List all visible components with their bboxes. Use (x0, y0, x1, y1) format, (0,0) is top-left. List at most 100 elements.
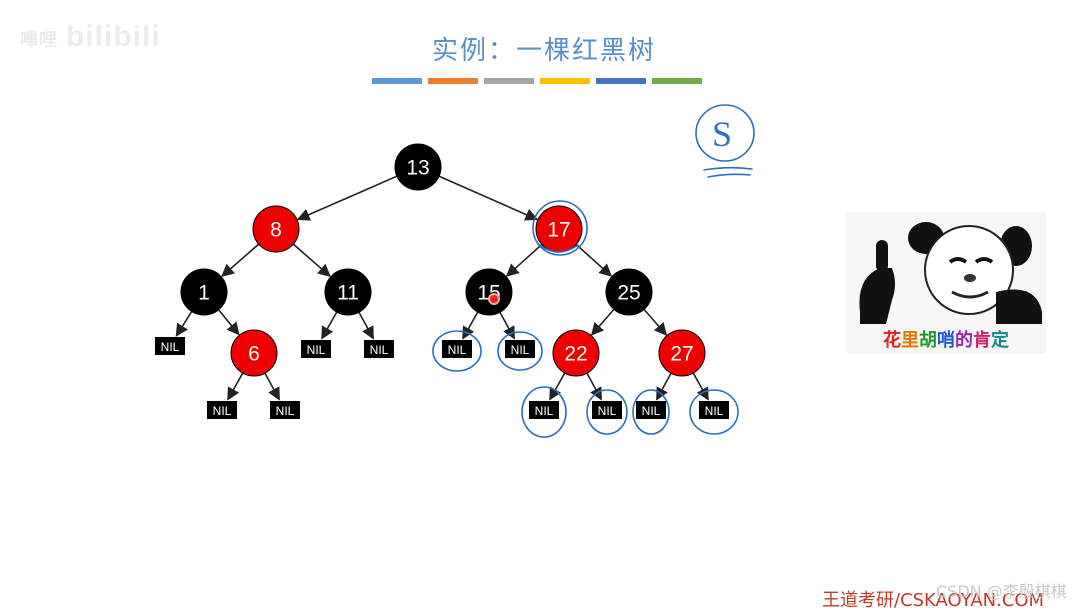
tree-edge-arrow (292, 243, 331, 278)
nil-leaf: NIL (529, 401, 559, 419)
bilibili-watermark: 嗶哩 bilibili (20, 20, 161, 54)
red-node-circle (230, 329, 278, 377)
tree-edge-arrow (549, 372, 566, 401)
tree-node-22: 22 (552, 329, 600, 377)
nil-leaf: NIL (207, 401, 237, 419)
tree-edge-arrow (296, 175, 398, 221)
meme-caption-char: 哨 (937, 330, 955, 351)
nil-label: NIL (276, 404, 295, 418)
ink-circle-nil (521, 386, 567, 438)
nil-box (699, 401, 729, 419)
ink-circle-nil (497, 331, 543, 371)
ink-circle-nil (689, 389, 739, 435)
nil-leaf: NIL (364, 340, 394, 358)
black-node-circle (180, 268, 228, 316)
meme-caption-char: 的 (955, 330, 973, 351)
nil-box (155, 337, 185, 355)
nil-label: NIL (705, 404, 724, 418)
tree-edge-arrow (656, 372, 672, 401)
nil-label: NIL (598, 404, 617, 418)
tree-node-8: 8 (252, 205, 300, 253)
ink-underline (707, 173, 751, 178)
nil-label: NIL (370, 343, 389, 357)
watermark-prefix: 嗶哩 (20, 30, 58, 50)
tree-node-25: 25 (605, 268, 653, 316)
handwritten-annotations: S (432, 104, 755, 438)
nil-label: NIL (307, 343, 326, 357)
node-key-label: 8 (270, 219, 282, 242)
tree-edge-arrow (264, 372, 280, 401)
nil-box (592, 401, 622, 419)
tree-node-11: 11 (324, 268, 372, 316)
nil-box (505, 340, 535, 358)
tree-edge-arrow (499, 311, 515, 340)
meme-caption-char: 胡 (919, 330, 937, 351)
node-key-label: 25 (617, 282, 640, 305)
nil-box (301, 340, 331, 358)
color-bar-segment (652, 78, 702, 84)
tree-node-1: 1 (180, 268, 228, 316)
tree-edge-arrow (575, 243, 613, 277)
nil-leaf: NIL (301, 340, 331, 358)
node-key-label: 22 (564, 343, 587, 366)
tree-edge-arrow (586, 372, 602, 401)
slide-title: 实例：一棵红黑树 (431, 36, 656, 66)
footer-brand: 王道考研/CSKAOYAN.COM (822, 590, 1045, 611)
tree-node-27: 27 (658, 329, 706, 377)
nil-box (207, 401, 237, 419)
red-node-circle (252, 205, 300, 253)
node-key-label: 11 (337, 282, 359, 305)
edges-layer (175, 175, 709, 401)
color-bar-segment (596, 78, 646, 84)
nil-leaf: NIL (442, 340, 472, 358)
ink-circle-nil (632, 389, 670, 435)
node-key-label: 27 (670, 343, 693, 366)
red-node-circle (552, 329, 600, 377)
ink-s-letter: S (712, 114, 732, 154)
ink-circle-s (695, 104, 755, 162)
nil-box (364, 340, 394, 358)
node-key-label: 13 (406, 157, 429, 180)
node-key-label: 6 (248, 343, 260, 366)
black-node-circle (465, 268, 513, 316)
black-node-circle (324, 268, 372, 316)
nil-leaf: NIL (699, 401, 729, 419)
ink-circle-nil (432, 330, 482, 372)
watermark-logo-text: bilibili (66, 20, 161, 53)
nil-label: NIL (161, 340, 180, 354)
tree-node-13: 13 (394, 143, 442, 191)
tree-edge-arrow (643, 308, 668, 336)
tree-edge-arrow (505, 243, 543, 277)
black-node-circle (605, 268, 653, 316)
meme-caption-char: 定 (991, 330, 1009, 351)
ink-circle-node-17 (532, 200, 588, 256)
tree-edge-arrow (321, 311, 338, 340)
laser-pointer-dot (488, 293, 500, 305)
tree-node-15: 15 (465, 268, 513, 316)
black-node-circle (394, 143, 442, 191)
color-bar-segment (428, 78, 478, 84)
nil-leaf: NIL (155, 337, 185, 355)
nil-label: NIL (535, 404, 554, 418)
panda-meme-sticker: 花里胡哨的肯定 (846, 212, 1046, 354)
tree-edge-arrow (221, 243, 260, 278)
red-node-circle (658, 329, 706, 377)
tree-node-17: 17 (535, 205, 583, 253)
tree-edge-arrow (590, 308, 615, 336)
nil-leaf: NIL (592, 401, 622, 419)
tree-edge-arrow (175, 311, 193, 337)
meme-caption: 花里胡哨的肯定 (846, 326, 1046, 352)
nil-leaf: NIL (636, 401, 666, 419)
color-bar-segment (540, 78, 590, 84)
tree-edge-arrow (358, 311, 374, 340)
meme-caption-char: 花 (883, 330, 901, 351)
nil-label: NIL (511, 343, 530, 357)
nil-label: NIL (213, 404, 232, 418)
meme-caption-char: 肯 (973, 330, 991, 351)
nil-box (442, 340, 472, 358)
node-key-label: 17 (547, 219, 570, 242)
title-color-bar (372, 78, 702, 84)
color-bar-segment (484, 78, 534, 84)
